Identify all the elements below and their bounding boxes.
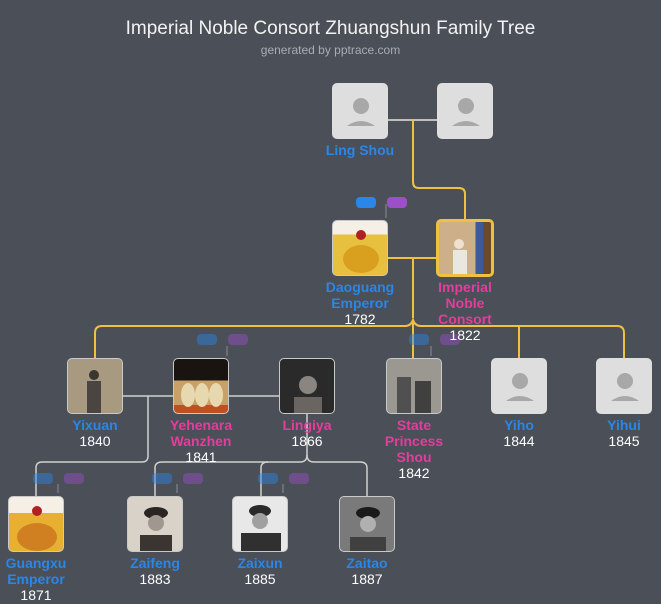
person-name: State Princess Shou — [384, 417, 444, 465]
person-photo-yehenara[interactable] — [173, 358, 229, 414]
person-name: Guangxu Emperor — [5, 555, 67, 587]
female-children-toggle[interactable] — [440, 334, 460, 345]
person-silhouette-icon — [347, 98, 375, 126]
photo-portrait-icon — [87, 370, 101, 413]
person-card-ling-shou[interactable]: Ling Shou — [305, 142, 415, 158]
person-photo-zaifeng[interactable] — [127, 496, 183, 552]
person-card-lingiya[interactable]: Lingiya 1866 — [252, 417, 362, 449]
emperor-portrait-icon — [343, 230, 379, 273]
person-card-yixuan[interactable]: Yixuan 1840 — [40, 417, 150, 449]
person-photo-zaitao[interactable] — [339, 496, 395, 552]
person-card-zaifeng[interactable]: Zaifeng 1883 — [100, 555, 210, 587]
birth-year: 1844 — [503, 433, 535, 449]
photo-portrait-icon — [140, 507, 172, 551]
person-name: Zaixun — [237, 555, 283, 571]
person-silhouette-icon — [611, 373, 639, 401]
person-photo-daoguang[interactable] — [332, 220, 388, 276]
female-children-toggle[interactable] — [228, 334, 248, 345]
female-children-toggle[interactable] — [64, 473, 84, 484]
male-children-toggle[interactable] — [409, 334, 429, 345]
photo-portrait-icon — [241, 505, 281, 551]
person-name: Ling Shou — [325, 142, 395, 158]
person-photo-yixuan[interactable] — [67, 358, 123, 414]
male-children-toggle[interactable] — [356, 197, 376, 208]
female-children-toggle[interactable] — [387, 197, 407, 208]
person-silhouette-icon — [506, 373, 534, 401]
photo-portrait-icon — [387, 359, 441, 413]
photo-portrait-icon — [181, 383, 223, 407]
person-photo-lingiya[interactable] — [279, 358, 335, 414]
person-name: Yiho — [504, 417, 534, 433]
person-name: Yixuan — [72, 417, 118, 433]
person-card-daoguang[interactable]: Daoguang Emperor 1782 — [305, 279, 415, 327]
person-card-yihui[interactable]: Yihui 1845 — [569, 417, 661, 449]
person-name: Imperial Noble Consort — [438, 279, 492, 327]
person-name: Yihui — [607, 417, 641, 433]
person-photo-yihui[interactable] — [596, 358, 652, 414]
person-silhouette-icon — [452, 98, 480, 126]
person-photo-zaixun[interactable] — [232, 496, 288, 552]
person-photo-ling-shou-spouse[interactable] — [437, 83, 493, 139]
person-card-yiho[interactable]: Yiho 1844 — [464, 417, 574, 449]
person-name: Zaitao — [346, 555, 388, 571]
person-card-consort[interactable]: Imperial Noble Consort 1822 — [410, 279, 520, 343]
male-children-toggle[interactable] — [197, 334, 217, 345]
birth-year: 1841 — [185, 449, 217, 465]
page-subtitle: generated by pptrace.com — [260, 43, 401, 57]
emperor-portrait-icon — [17, 506, 57, 551]
female-children-toggle[interactable] — [183, 473, 203, 484]
birth-year: 1842 — [398, 465, 430, 481]
person-photo-consort[interactable] — [436, 219, 494, 277]
birth-year: 1822 — [449, 327, 481, 343]
male-children-toggle[interactable] — [152, 473, 172, 484]
person-name: Zaifeng — [130, 555, 180, 571]
photo-portrait-icon — [350, 507, 386, 551]
male-children-toggle[interactable] — [33, 473, 53, 484]
page-title: Imperial Noble Consort Zhuangshun Family… — [125, 18, 536, 39]
female-children-toggle[interactable] — [289, 473, 309, 484]
person-photo-guangxu[interactable] — [8, 496, 64, 552]
person-card-princess-shou[interactable]: State Princess Shou 1842 — [359, 417, 469, 481]
male-children-toggle[interactable] — [258, 473, 278, 484]
birth-year: 1782 — [344, 311, 376, 327]
birth-year: 1885 — [244, 571, 276, 587]
photo-portrait-icon — [294, 376, 322, 413]
birth-year: 1871 — [20, 587, 52, 603]
person-name: Daoguang Emperor — [325, 279, 395, 311]
birth-year: 1840 — [79, 433, 111, 449]
person-name: Yehenara Wanzhen — [169, 417, 233, 449]
person-photo-ling-shou[interactable] — [332, 83, 388, 139]
person-card-zaitao[interactable]: Zaitao 1887 — [312, 555, 422, 587]
person-card-yehenara[interactable]: Yehenara Wanzhen 1841 — [146, 417, 256, 465]
person-photo-princess-shou[interactable] — [386, 358, 442, 414]
birth-year: 1866 — [291, 433, 323, 449]
birth-year: 1887 — [351, 571, 383, 587]
person-name: Lingiya — [282, 417, 332, 433]
person-card-guangxu[interactable]: Guangxu Emperor 1871 — [0, 555, 91, 603]
person-card-zaixun[interactable]: Zaixun 1885 — [205, 555, 315, 587]
birth-year: 1845 — [608, 433, 640, 449]
consort-portrait-icon — [453, 239, 467, 274]
birth-year: 1883 — [139, 571, 171, 587]
person-photo-yiho[interactable] — [491, 358, 547, 414]
